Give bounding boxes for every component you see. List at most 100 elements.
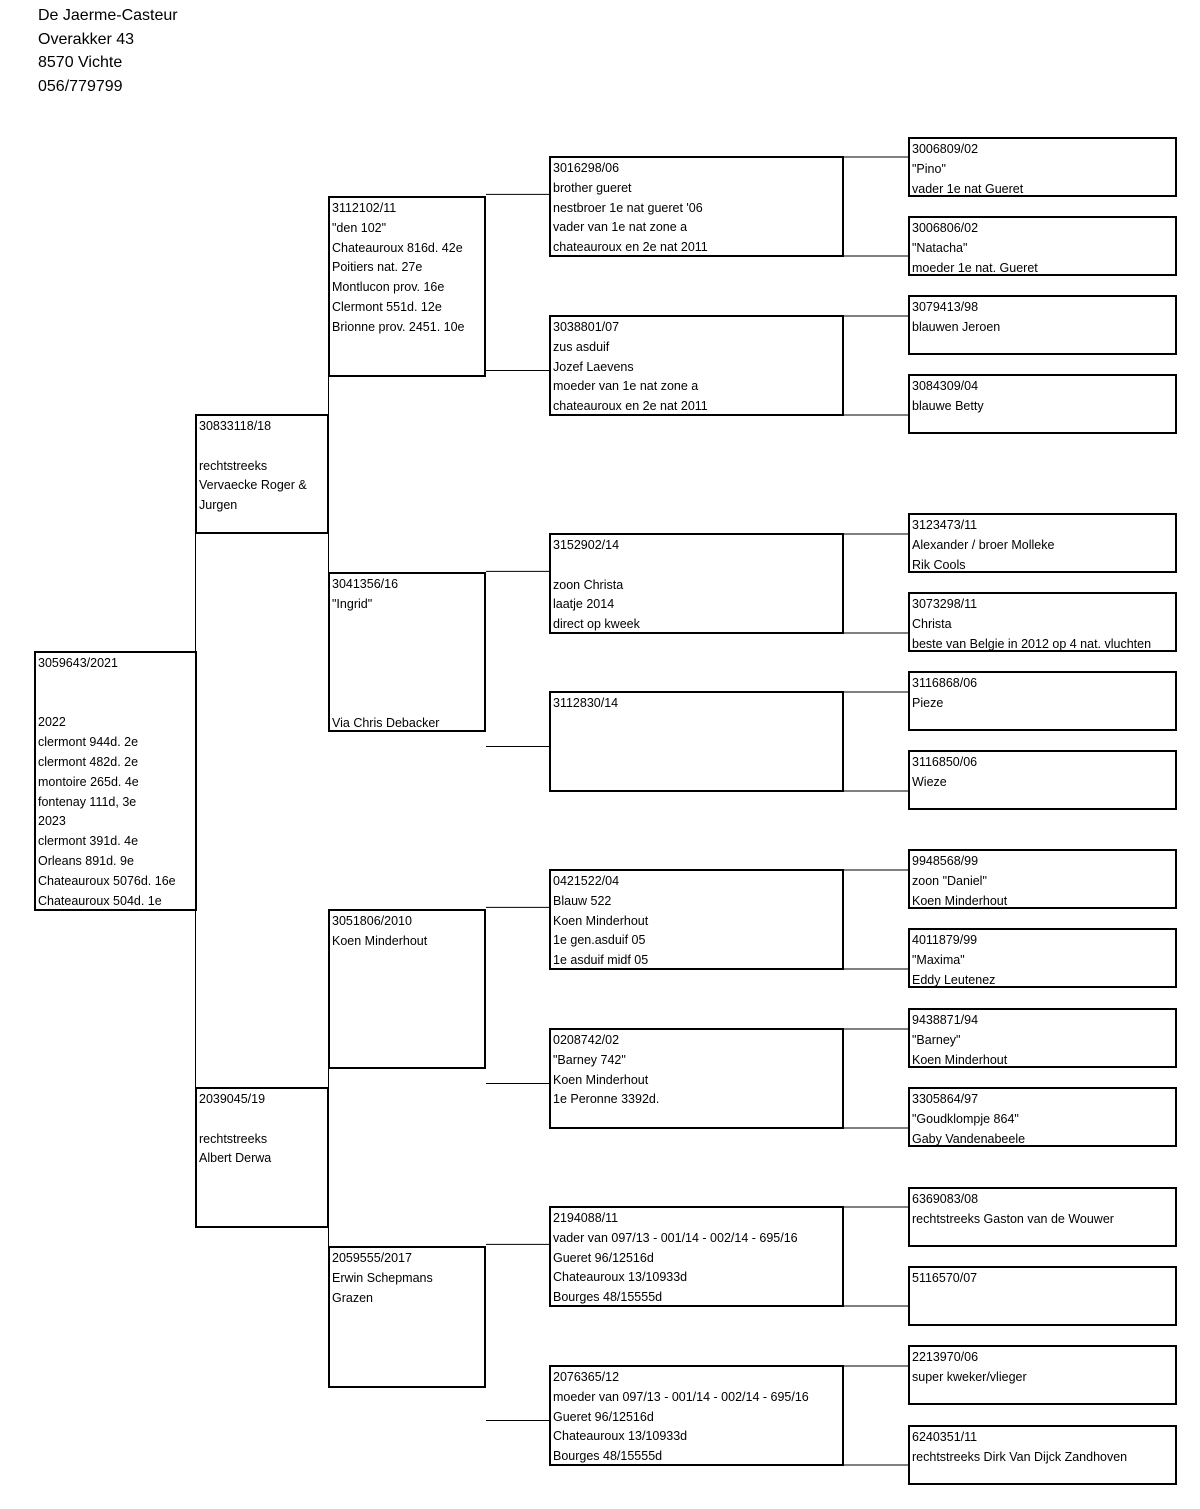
ring-number: 3051806/2010	[332, 914, 412, 928]
card-line: "Goudklompje 864"	[912, 1111, 1019, 1126]
ring-number: 3116868/06	[912, 676, 978, 690]
card-line: Blauw 522	[553, 893, 612, 908]
card-line: rechtstreeks Gaston van de Wouwer	[912, 1211, 1114, 1226]
card-line: Chateauroux 504d. 1e	[38, 893, 162, 908]
ring-number: 2194088/11	[553, 1211, 619, 1225]
great-grandparent-card: 3112830/14	[549, 691, 844, 792]
card-line: vader van 097/13 - 001/14 - 002/14 - 695…	[553, 1230, 798, 1245]
ring-number: 6240351/11	[912, 1430, 978, 1444]
card-line: "Barney"	[912, 1032, 961, 1047]
card-line	[38, 694, 193, 714]
ring-number: 0208742/02	[553, 1033, 620, 1047]
ring-number: 30833118/18	[199, 419, 272, 433]
card-line: Montlucon prov. 16e	[332, 280, 445, 295]
card-line	[199, 437, 325, 457]
great-great-grandparent-card: 9948568/99 zoon "Daniel" Koen Minderhout	[908, 849, 1177, 909]
card-line: 2023	[38, 814, 66, 829]
card-line	[332, 615, 482, 635]
card-line: rechtstreeks Dirk Van Dijck Zandhoven	[912, 1449, 1128, 1464]
grandparent-card: 3041356/16"Ingrid"Via Chris Debacker	[328, 572, 486, 732]
card-line: Koen Minderhout	[912, 1052, 1008, 1067]
great-grandparent-card: 2194088/11 vader van 097/13 - 001/14 - 00…	[549, 1206, 844, 1307]
ring-number: 3123473/11	[912, 518, 978, 532]
card-line: Christa	[912, 616, 952, 631]
card-line: Gueret 96/12516d	[553, 1250, 654, 1265]
ring-number: 3041356/16	[332, 577, 399, 591]
owner-street: Overakker 43	[38, 30, 135, 48]
card-line: clermont 944d. 2e	[38, 735, 139, 750]
card-line: fontenay 111d, 3e	[38, 794, 137, 809]
ring-number: 2076365/12	[553, 1370, 620, 1384]
card-line: zoon "Daniel"	[912, 873, 987, 888]
card-line: Chateauroux 13/10933d	[553, 1270, 688, 1285]
card-line: chateauroux en 2e nat 2011	[553, 399, 708, 414]
ring-number: 3112102/11	[332, 201, 397, 215]
great-great-grandparent-card: 3006809/02"Pino"vader 1e nat Gueret	[908, 137, 1177, 197]
card-line: "Natacha"	[912, 240, 968, 255]
card-line: Grazen	[332, 1290, 373, 1305]
card-line: montoire 265d. 4e	[38, 774, 139, 789]
grandparent-card: 3112102/11 "den 102" Chateauroux 816d. 42e…	[328, 196, 486, 377]
card-line: Gueret 96/12516d	[553, 1409, 654, 1424]
card-line: Jozef Laevens	[553, 359, 634, 374]
card-line: rechtstreeks	[199, 1131, 268, 1146]
card-line: "Ingrid"	[332, 596, 373, 611]
card-line: Wieze	[912, 774, 947, 789]
card-line: Poitiers nat. 27e	[332, 260, 423, 275]
card-line: super kweker/vlieger	[912, 1369, 1027, 1384]
card-line: Koen Minderhout	[912, 893, 1008, 908]
ring-number: 9948568/99	[912, 854, 979, 868]
ring-number: 4011879/99	[912, 933, 978, 947]
card-line: Brionne prov. 2451. 10e	[332, 319, 465, 334]
great-great-grandparent-card: 5116570/07	[908, 1266, 1177, 1326]
card-line: Jurgen	[199, 498, 238, 513]
card-line: "Maxima"	[912, 952, 965, 967]
ring-number: 3112830/14	[553, 696, 619, 710]
card-line: Koen Minderhout	[553, 913, 649, 928]
ring-number: 3116850/06	[912, 755, 978, 769]
card-line: clermont 482d. 2e	[38, 754, 139, 769]
card-line: "Barney 742"	[553, 1052, 626, 1067]
card-line: rechtstreeks	[199, 458, 268, 473]
card-line: Gaby Vandenabeele	[912, 1131, 1026, 1146]
card-line	[199, 1110, 325, 1130]
owner-city: 8570 Vichte	[38, 54, 123, 71]
card-line: direct op kweek	[553, 617, 640, 632]
card-line: blauwe Betty	[912, 398, 984, 413]
ring-number: 3059643/2021	[38, 656, 118, 670]
card-line: zus asduif	[553, 339, 610, 354]
ring-number: 2039045/19	[199, 1092, 266, 1106]
owner-phone: 056/779799	[38, 77, 123, 95]
card-line: 2022	[38, 715, 66, 730]
owner-name: De Jaerme-Casteur	[38, 7, 178, 24]
great-great-grandparent-card: 3006806/02"Natacha"moeder 1e nat. Gueret	[908, 216, 1177, 276]
ring-number: 3152902/14	[553, 538, 620, 552]
card-line	[332, 674, 482, 694]
great-great-grandparent-card: 3084309/04 blauwe Betty	[908, 374, 1177, 434]
card-line: 1e Peronne 3392d.	[553, 1092, 660, 1107]
ring-number: 3084309/04	[912, 379, 979, 393]
card-line: moeder van 097/13 - 001/14 - 002/14 - 69…	[553, 1389, 809, 1404]
card-line: brother gueret	[553, 180, 632, 195]
ring-number: 2213970/06	[912, 1350, 979, 1364]
card-line: blauwen Jeroen	[912, 319, 1001, 334]
card-line: Chateauroux 816d. 42e	[332, 240, 463, 255]
ring-number: 3006809/02	[912, 142, 979, 156]
card-line: moeder 1e nat. Gueret	[912, 260, 1038, 275]
great-great-grandparent-card: 4011879/99"Maxima"Eddy Leutenez	[908, 928, 1177, 988]
pigeon-card: 3059643/2021 2022 clermont 944d. 2e clermon…	[34, 651, 197, 911]
card-line: Bourges 48/15555d	[553, 1290, 663, 1305]
card-line	[553, 556, 840, 576]
card-line: "den 102"	[332, 220, 387, 235]
card-line	[332, 634, 482, 654]
